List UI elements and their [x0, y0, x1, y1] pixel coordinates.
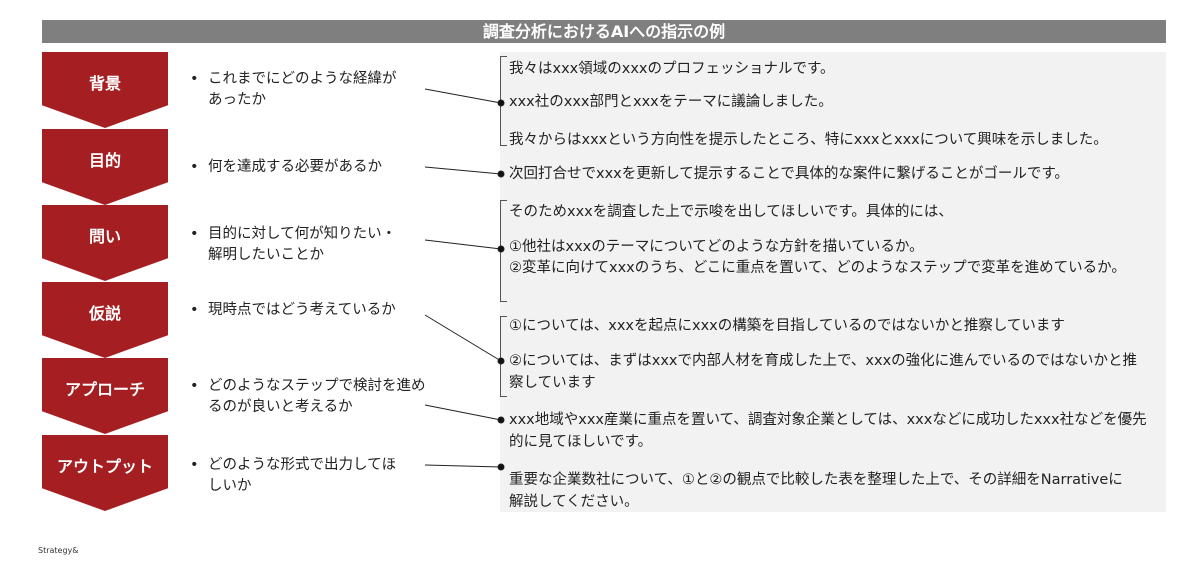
instruction-text: ①については、xxxを起点にxxxの構築を目指しているのではないかと推察していま…: [509, 318, 1065, 334]
instruction-panel: [500, 52, 1166, 512]
instruction-text: ②については、まずはxxxで内部人材を育成した上で、xxxの強化に進んでいるので…: [509, 353, 1137, 391]
question-item: どのような形式で出力してほしいか: [190, 455, 407, 497]
question-item: どのようなステップで検討を進めるのが良いと考えるか: [190, 376, 427, 418]
instruction-text: xxx地域やxxx産業に重点を置いて、調査対象企業としては、xxxなどに成功した…: [509, 412, 1147, 450]
question-item: 現時点ではどう考えているか: [190, 300, 417, 321]
bracket: [500, 316, 507, 397]
step-label: 問い: [88, 227, 121, 246]
step-label: 目的: [88, 151, 121, 170]
footer-brand: Strategy&: [38, 546, 79, 555]
slide-title: 調査分析におけるAIへの指示の例: [42, 20, 1166, 43]
instruction-text: ②変革に向けてxxxのうち、どこに重点を置いて、どのようなステップで変革を進めて…: [509, 260, 1126, 276]
question-item: これまでにどのような経緯があったか: [190, 69, 402, 111]
step-label: 仮説: [88, 304, 121, 323]
instruction-text: ①他社はxxxのテーマについてどのような方針を描いているか。: [509, 239, 924, 255]
question-item: 目的に対して何が知りたい・解明したいことか: [190, 224, 402, 266]
instruction-text: そのためxxxを調査した上で示唆を出してほしいです。具体的には、: [509, 204, 953, 220]
step-label: アウトプット: [56, 457, 153, 476]
step-label: 背景: [88, 74, 121, 93]
step-label: アプローチ: [64, 380, 145, 399]
instruction-text: 我々からはxxxという方向性を提示したところ、特にxxxとxxxについて興味を示…: [509, 132, 1108, 148]
instruction-text: 重要な企業数社について、①と②の観点で比較した表を整理した上で、その詳細をNar…: [509, 472, 1123, 510]
instruction-text: 次回打合せでxxxを更新して提示することで具体的な案件に繋げることがゴールです。: [509, 166, 1069, 182]
question-item: 何を達成する必要があるか: [190, 157, 422, 178]
instruction-text: 我々はxxx領域のxxxのプロフェッショナルです。: [509, 61, 835, 77]
instruction-text: xxx社のxxx部門とxxxをテーマに議論しました。: [509, 94, 833, 110]
